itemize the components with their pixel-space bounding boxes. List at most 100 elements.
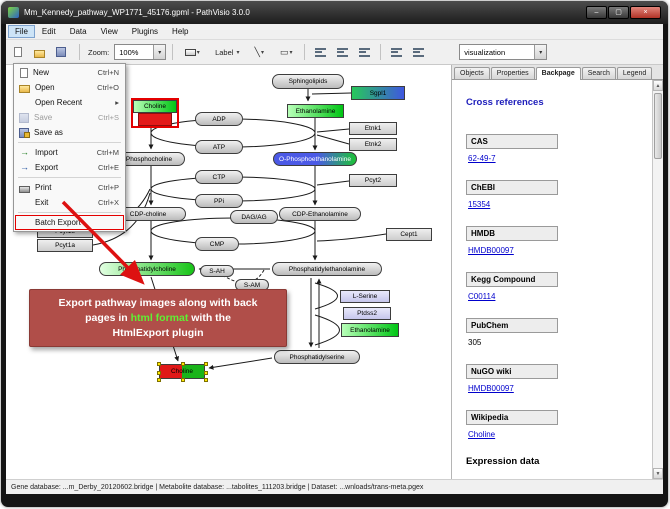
pathway-node[interactable]: ADP <box>195 112 243 126</box>
pathway-node[interactable] <box>138 113 172 126</box>
pathway-node[interactable]: Etnk2 <box>349 138 397 151</box>
save-file-icon <box>56 47 66 57</box>
xref-link[interactable]: Choline <box>468 430 496 439</box>
stack-button[interactable] <box>387 43 406 62</box>
pathway-node[interactable]: ATP <box>195 140 243 154</box>
pathway-node[interactable]: Pcyt2 <box>349 174 397 187</box>
selection-handle[interactable] <box>157 362 161 366</box>
tab-properties[interactable]: Properties <box>490 67 535 79</box>
pathway-node[interactable]: Ptdss2 <box>343 307 391 320</box>
open-file-button[interactable] <box>32 43 51 62</box>
menu-data[interactable]: Data <box>69 27 87 36</box>
close-button[interactable]: × <box>630 6 661 19</box>
selection-handle[interactable] <box>181 362 185 366</box>
pathway-node[interactable]: CTP <box>195 170 243 184</box>
pathway-edge <box>150 176 316 202</box>
title-bar[interactable]: Mm_Kennedy_pathway_WP1771_45176.gpml - P… <box>1 1 668 24</box>
save-file-button[interactable] <box>54 43 73 62</box>
choline-highlight-box <box>131 98 179 128</box>
xref-link[interactable]: C00114 <box>468 292 496 301</box>
xref-link[interactable]: 15354 <box>468 200 491 209</box>
xref-link[interactable]: HMDB00097 <box>468 246 514 255</box>
file-menu-item-save-as[interactable]: Save as <box>15 125 124 140</box>
pathway-node[interactable]: Phosphatidylserine <box>274 350 360 364</box>
selection-handle[interactable] <box>157 371 161 375</box>
pathway-node[interactable]: Etnk1 <box>349 122 397 135</box>
zoom-combobox[interactable]: 100% ▾ <box>114 44 167 60</box>
xref-link[interactable]: HMDB00097 <box>468 384 514 393</box>
menu-view[interactable]: View <box>100 27 118 36</box>
visualization-combobox[interactable]: visualization ▾ <box>459 44 548 60</box>
chevron-down-icon[interactable]: ▾ <box>534 45 547 59</box>
tab-backpage[interactable]: Backpage <box>535 67 581 80</box>
file-menu-item-open-recent[interactable]: Open Recent▸ <box>15 95 124 110</box>
no-icon <box>19 97 30 108</box>
selection-handle[interactable] <box>204 371 208 375</box>
label-tool-button[interactable]: Label▾ <box>208 43 244 62</box>
pathway-node[interactable]: S-AH <box>200 265 234 277</box>
scroll-thumb[interactable] <box>654 93 662 159</box>
selection-handle[interactable] <box>204 362 208 366</box>
pathway-node[interactable]: Choline <box>133 100 177 113</box>
shape-tool-button[interactable]: ▭▾ <box>274 43 298 62</box>
pathway-node[interactable]: Pcyt1a <box>37 239 93 252</box>
file-menu-item-label: Export <box>35 163 59 172</box>
pathway-node[interactable]: L-Serine <box>340 290 390 303</box>
pathway-node[interactable]: PPi <box>195 194 243 208</box>
pathway-node[interactable]: Choline <box>157 362 208 382</box>
expression-data-heading: Expression data <box>466 456 540 467</box>
pathway-node[interactable]: CDP-Ethanolamine <box>279 207 361 221</box>
datanode-tool-button[interactable]: ▾ <box>179 43 205 62</box>
menu-plugins[interactable]: Plugins <box>131 27 159 36</box>
pathway-node[interactable]: DAG/AG <box>230 210 278 224</box>
pathway-node[interactable]: Cept1 <box>386 228 432 241</box>
pathway-node[interactable]: Phosphatidylcholine <box>99 262 195 276</box>
chevron-down-icon: ▾ <box>289 49 293 56</box>
align-horizontal-button[interactable] <box>311 43 330 62</box>
tab-legend[interactable]: Legend <box>616 67 653 79</box>
pathway-node[interactable]: Ethanolamine <box>341 323 399 337</box>
distribute-button[interactable] <box>355 43 374 62</box>
new-file-button[interactable] <box>10 43 29 62</box>
maximize-button[interactable]: ▢ <box>608 6 629 19</box>
scroll-up-icon[interactable]: ▲ <box>653 80 663 91</box>
xref-link[interactable]: 62-49-7 <box>468 154 496 163</box>
menu-edit[interactable]: Edit <box>41 27 56 36</box>
pathway-edge <box>316 128 350 133</box>
line-tool-button[interactable]: ╲▾ <box>247 43 271 62</box>
scroll-down-icon[interactable]: ▼ <box>653 468 663 479</box>
tab-search[interactable]: Search <box>581 67 616 79</box>
chevron-down-icon[interactable]: ▾ <box>153 45 166 59</box>
selection-handle[interactable] <box>181 378 185 382</box>
selection-handle[interactable] <box>157 378 161 382</box>
pathway-edge <box>150 217 316 245</box>
pathway-node[interactable]: Phosphatidylethanolamine <box>272 262 382 276</box>
tab-objects[interactable]: Objects <box>454 67 490 79</box>
align-vertical-button[interactable] <box>333 43 352 62</box>
group-button[interactable] <box>409 43 428 62</box>
selection-handle[interactable] <box>204 378 208 382</box>
toolbar: Zoom: 100% ▾ ▾ Label▾ ╲▾ ▭▾ visualizatio… <box>6 40 663 65</box>
file-menu-item-batch-export[interactable]: Batch Export <box>15 215 124 230</box>
xref-value: 305 <box>468 338 482 347</box>
pathway-node[interactable]: O-Phosphoethanolamine <box>273 152 357 166</box>
visualization-value: visualization <box>464 47 506 57</box>
pathway-node[interactable]: Ethanolamine <box>287 104 344 118</box>
pathway-node[interactable]: Sphingolipids <box>272 74 344 89</box>
pathway-node[interactable]: CMP <box>195 237 239 251</box>
panel-scrollbar[interactable]: ▲ ▼ <box>652 80 663 479</box>
menu-help[interactable]: Help <box>172 27 189 36</box>
annotation-highlight: html format <box>130 312 189 324</box>
menu-file[interactable]: File <box>8 25 35 38</box>
minimize-button[interactable]: – <box>586 6 607 19</box>
file-menu-item-label: Open <box>35 83 55 92</box>
pathway-node[interactable]: Sgpl1 <box>351 86 405 100</box>
